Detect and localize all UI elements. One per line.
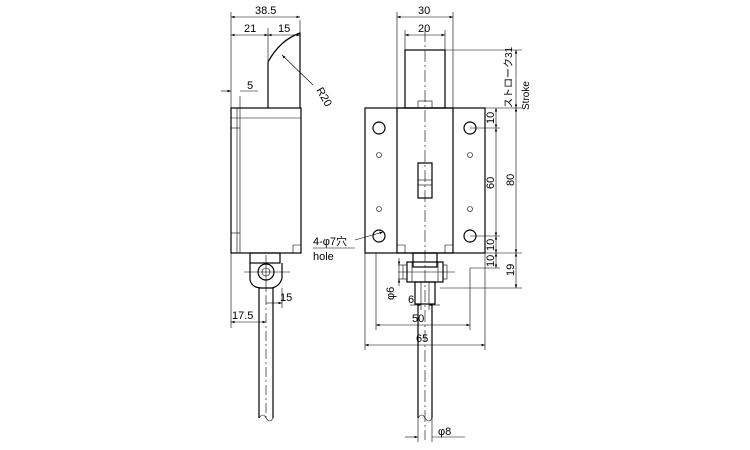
side-view: R20 38.5 21 15 5 15 17.5 [221, 5, 334, 422]
dim-19: 19 [505, 264, 517, 276]
dim-15-top: 15 [278, 23, 290, 35]
hole-bottom-left [372, 229, 386, 243]
dim-60: 60 [485, 177, 497, 189]
hole-top-left [372, 121, 386, 135]
dim-phi8: φ8 [438, 426, 451, 438]
front-view: 30 20 ストローク31 Stroke 10 60 10 10 80 19 [313, 5, 532, 442]
dim-6: 6 [408, 294, 414, 306]
dim-65: 65 [416, 333, 428, 345]
side-clevis [249, 263, 283, 289]
dim-5: 5 [247, 80, 253, 92]
dim-10-a: 10 [485, 112, 497, 124]
dim-80: 80 [505, 174, 517, 186]
dim-38-5: 38.5 [255, 5, 276, 17]
dim-10-b: 10 [485, 239, 497, 251]
hole-label-jp: 4-φ7穴 [313, 234, 347, 248]
dim-10-c: 10 [485, 255, 497, 267]
side-body [230, 107, 302, 254]
dim-15-bottom: 15 [280, 292, 292, 304]
dim-r20: R20 [313, 86, 333, 109]
stroke-jp: ストローク31 [503, 46, 515, 108]
dim-17-5: 17.5 [232, 310, 253, 322]
dim-50: 50 [412, 313, 424, 325]
stroke-en: Stroke [521, 81, 532, 110]
side-plunger [267, 32, 301, 108]
dim-21: 21 [244, 23, 256, 35]
dim-phi6: φ6 [385, 287, 397, 300]
dim-30: 30 [418, 5, 430, 17]
hole-label-en: hole [313, 251, 334, 263]
dim-20: 20 [418, 23, 430, 35]
